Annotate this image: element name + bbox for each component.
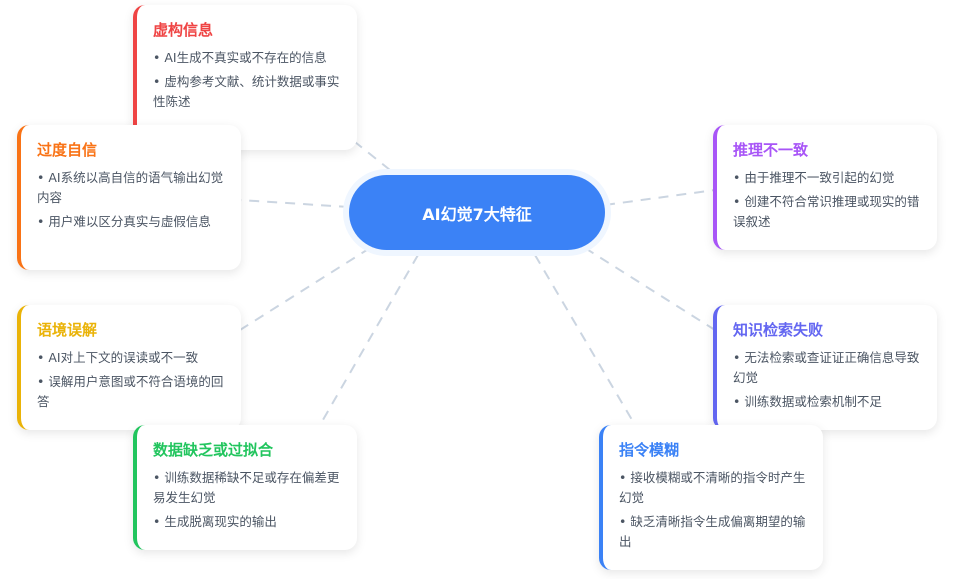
- card-item: 创建不符合常识推理或现实的错误叙述: [733, 192, 923, 232]
- card-item: 生成脱离现实的输出: [153, 512, 343, 532]
- card-item: 训练数据稀缺不足或存在偏差更易发生幻觉: [153, 468, 343, 508]
- card-item: 用户难以区分真实与虚假信息: [37, 212, 227, 232]
- center-title: AI幻觉7大特征: [422, 204, 532, 224]
- card-overconfidence: 过度自信 AI系统以高自信的语气输出幻觉内容用户难以区分真实与虚假信息: [17, 125, 241, 270]
- center-node: AI幻觉7大特征: [349, 175, 605, 250]
- connector-line: [534, 254, 636, 426]
- card-item: AI系统以高自信的语气输出幻觉内容: [37, 168, 227, 208]
- card-item: 由于推理不一致引起的幻觉: [733, 168, 923, 188]
- card-context-misunderstanding: 语境误解 AI对上下文的误读或不一致误解用户意图或不符合语境的回答: [17, 305, 241, 430]
- card-title: 知识检索失败: [733, 321, 824, 339]
- card-item: 缺乏清晰指令生成偏离期望的输出: [619, 512, 809, 552]
- card-title: 指令模糊: [619, 441, 680, 459]
- card-title: 推理不一致: [733, 141, 809, 159]
- card-title: 虚构信息: [153, 21, 214, 39]
- connector-line: [584, 247, 716, 331]
- connector-line: [239, 247, 371, 331]
- connector-line: [239, 199, 350, 208]
- connector-line: [319, 254, 419, 426]
- card-data-lack-overfitting: 数据缺乏或过拟合 训练数据稀缺不足或存在偏差更易发生幻觉生成脱离现实的输出: [133, 425, 357, 550]
- card-title: 数据缺乏或过拟合: [153, 441, 274, 459]
- card-item: 无法检索或查证证正确信息导致幻觉: [733, 348, 923, 388]
- card-title: 语境误解: [37, 321, 98, 339]
- card-reasoning-inconsistency: 推理不一致 由于推理不一致引起的幻觉创建不符合常识推理或现实的错误叙述: [713, 125, 937, 250]
- card-title: 过度自信: [37, 141, 98, 159]
- card-item: 虚构参考文献、统计数据或事实性陈述: [153, 72, 343, 112]
- card-item: AI对上下文的误读或不一致: [37, 348, 227, 368]
- card-ambiguous-instructions: 指令模糊 接收模糊或不清晰的指令时产生幻觉缺乏清晰指令生成偏离期望的输出: [599, 425, 823, 570]
- card-item: 误解用户意图或不符合语境的回答: [37, 372, 227, 412]
- connector-line: [604, 189, 716, 206]
- card-item: 接收模糊或不清晰的指令时产生幻觉: [619, 468, 809, 508]
- card-item: 训练数据或检索机制不足: [733, 392, 923, 412]
- card-item: AI生成不真实或不存在的信息: [153, 48, 343, 68]
- card-retrieval-failure: 知识检索失败 无法检索或查证证正确信息导致幻觉训练数据或检索机制不足: [713, 305, 937, 430]
